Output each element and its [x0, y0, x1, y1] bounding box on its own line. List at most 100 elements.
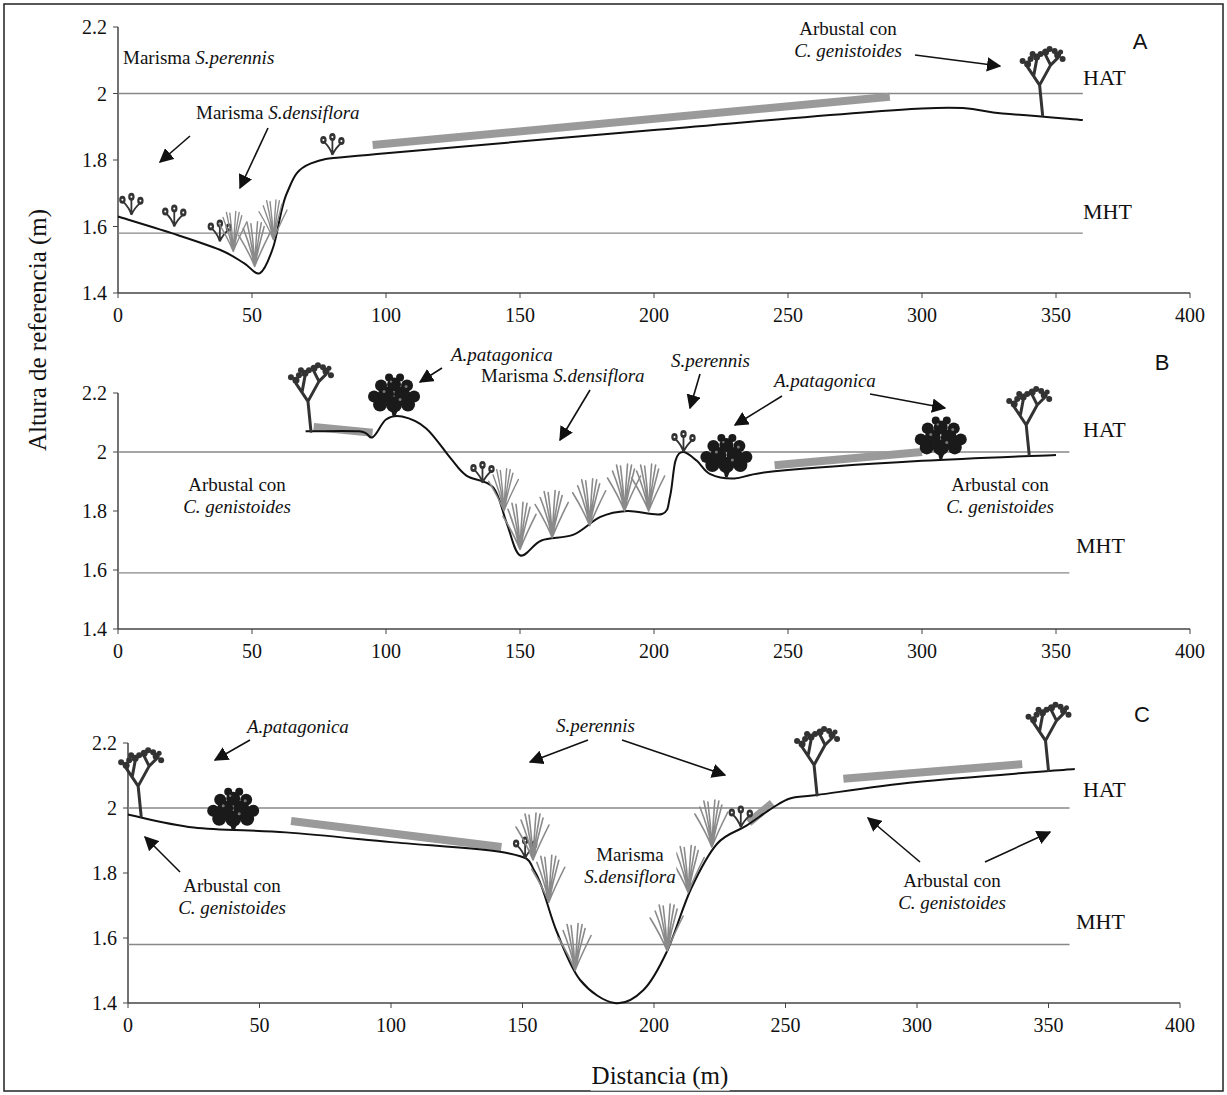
tide-level-label: MHT: [1075, 909, 1126, 934]
tick: [386, 293, 387, 298]
plant-icon: [259, 200, 287, 240]
tide-level-label: HAT: [1082, 777, 1127, 802]
tick-label: 2.2: [81, 16, 108, 39]
species-label: A.patagonica: [450, 344, 554, 366]
tick-label: 400: [1174, 640, 1206, 663]
leader-arrow: [145, 837, 180, 872]
tick-label: 100: [370, 304, 402, 327]
species-label: Marisma S.densiflora: [195, 102, 361, 124]
tick: [386, 629, 387, 634]
tick: [1048, 1003, 1049, 1008]
tick: [113, 160, 118, 161]
tick: [113, 93, 118, 94]
plant-icon: [288, 362, 334, 431]
plant-icon: [573, 479, 606, 526]
species-label: Marisma S.densiflora: [480, 365, 646, 387]
sample-bar: [775, 452, 922, 465]
tick-label: 100: [370, 640, 402, 663]
tick: [917, 1003, 918, 1008]
tick: [654, 293, 655, 298]
plant-icon: [608, 464, 641, 511]
plant-icon: [729, 806, 753, 828]
plant-icon: [503, 502, 536, 549]
leader-arrow: [870, 394, 945, 408]
tick-label: 50: [249, 1014, 271, 1037]
species-label: Arbustal con C. genistoides: [897, 870, 1007, 914]
leader-arrow: [915, 55, 1000, 66]
plant-icon: [368, 374, 420, 417]
tick-label: 2: [96, 441, 108, 464]
tick-label: 50: [241, 304, 263, 327]
tick: [113, 293, 118, 294]
plant-icon: [700, 434, 752, 477]
tick: [252, 293, 253, 298]
plant-icon: [516, 813, 549, 860]
tick-label: 150: [504, 640, 536, 663]
tick-label: 1.8: [81, 149, 108, 172]
tick: [123, 938, 128, 939]
leader-arrow: [420, 368, 442, 382]
species-label: Arbustal con C. genistoides: [945, 474, 1055, 518]
tick-label: 2.2: [91, 732, 118, 755]
plant-icon: [489, 469, 519, 511]
tick-label: 1.6: [81, 559, 108, 582]
tide-level-label: HAT: [1082, 65, 1127, 90]
leader-arrow: [560, 390, 590, 440]
plant-icon: [1020, 46, 1066, 115]
leader-arrow: [868, 818, 920, 862]
tick: [1190, 629, 1191, 634]
tick: [113, 452, 118, 453]
species-label: A.patagonica: [773, 370, 877, 392]
tick-label: 1.4: [81, 618, 108, 641]
tick: [785, 1003, 786, 1008]
tick-label: 2: [106, 797, 118, 820]
plant-icon: [1026, 702, 1072, 771]
axis-title: Altura de referencia (m): [24, 208, 53, 452]
plant-icon: [219, 211, 247, 251]
tick-label: 1.6: [81, 215, 108, 238]
tick: [118, 629, 119, 634]
plant-icon: [1006, 386, 1052, 455]
plant-icon: [695, 800, 728, 847]
tick: [1056, 629, 1057, 634]
sample-bar: [843, 764, 1022, 779]
species-label: Arbustal con C. genistoides: [177, 875, 287, 919]
leader-arrow: [690, 374, 700, 408]
tick-label: 400: [1164, 1014, 1196, 1037]
tick-label: 150: [504, 304, 536, 327]
species-label: A.patagonica: [246, 716, 350, 738]
tide-level-label: MHT: [1082, 199, 1133, 224]
tick-label: 2.2: [81, 382, 108, 405]
tick-label: 300: [901, 1014, 933, 1037]
hat-line: [118, 93, 1083, 94]
leader-arrow: [622, 740, 725, 775]
tick-label: 1.4: [91, 992, 118, 1015]
plant-icon: [535, 491, 568, 538]
mht-line: [118, 572, 1069, 573]
tick: [113, 27, 118, 28]
plant-icon: [632, 464, 665, 511]
tick: [1180, 1003, 1181, 1008]
tick: [654, 1003, 655, 1008]
species-label: Arbustal con C. genistoides: [182, 474, 292, 518]
plant-icon: [162, 205, 186, 227]
tick: [118, 293, 119, 298]
leader-arrow: [735, 396, 782, 425]
tick-label: 1.8: [81, 500, 108, 523]
tick-label: 1.8: [91, 862, 118, 885]
hat-line: [128, 807, 1070, 808]
tick-label: 350: [1040, 640, 1072, 663]
tick-label: 0: [112, 304, 124, 327]
tick-label: 1.6: [91, 927, 118, 950]
tick: [123, 873, 128, 874]
mht-line: [128, 944, 1070, 945]
plant-icon: [794, 726, 840, 795]
tick: [522, 1003, 523, 1008]
tick: [259, 1003, 260, 1008]
tick-label: 200: [638, 304, 670, 327]
panel-letter: C: [1133, 702, 1151, 727]
species-label: S.perennis: [670, 350, 751, 372]
ground-profile: [128, 769, 1075, 1003]
